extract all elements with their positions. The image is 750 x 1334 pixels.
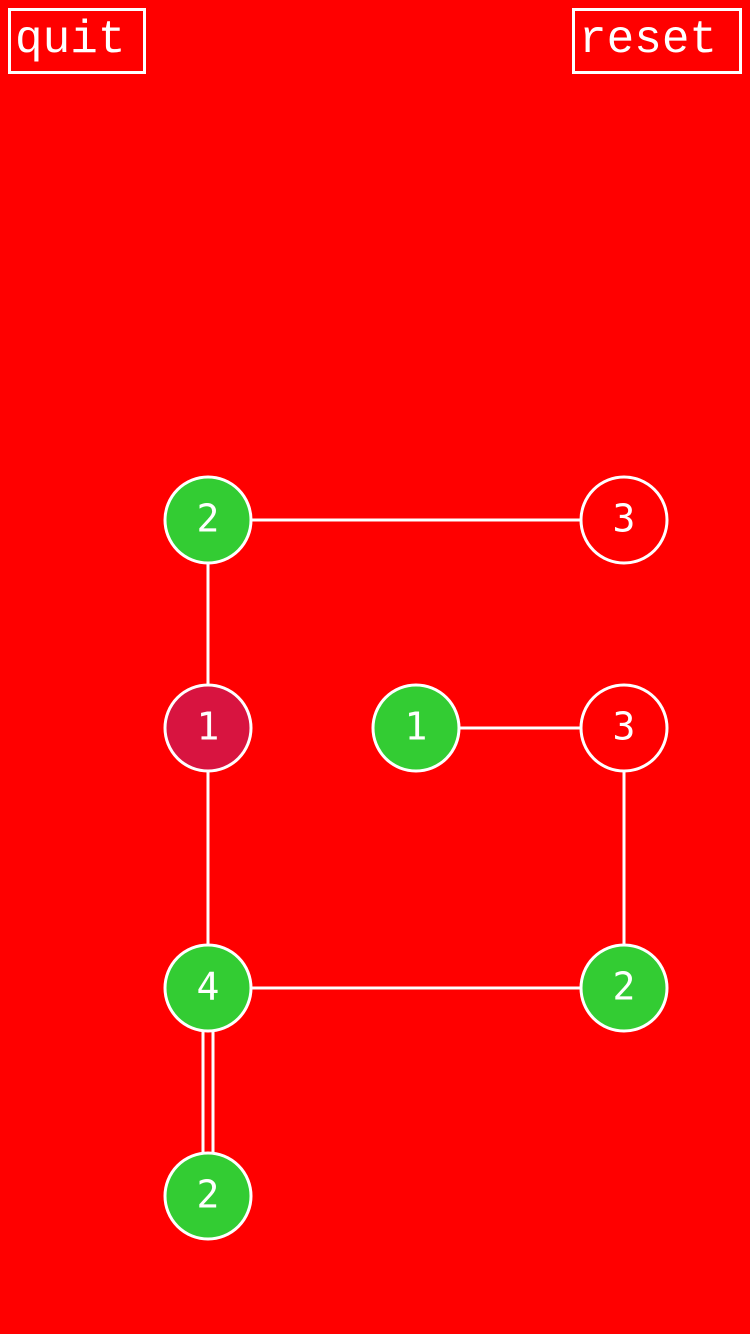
island-c[interactable]: 1 [163,683,253,773]
island-number: 2 [197,1173,220,1217]
island-h[interactable]: 2 [163,1151,253,1241]
islands-layer: 2 3 1 1 3 4 2 2 [163,475,669,1241]
island-number: 1 [197,705,220,749]
island-circle[interactable] [163,475,253,565]
bridges-layer [201,518,626,1196]
island-circle[interactable] [371,683,461,773]
island-d[interactable]: 1 [371,683,461,773]
island-g[interactable]: 2 [579,943,669,1033]
island-circle[interactable] [579,943,669,1033]
island-b[interactable]: 3 [579,475,669,565]
island-number: 2 [613,965,636,1009]
island-number: 2 [197,497,220,541]
island-number: 4 [197,965,220,1009]
island-a[interactable]: 2 [163,475,253,565]
island-number: 1 [405,705,428,749]
island-number: 3 [613,497,636,541]
island-f[interactable]: 4 [163,943,253,1033]
island-circle[interactable] [579,683,669,773]
island-e[interactable]: 3 [579,683,669,773]
island-circle[interactable] [163,1151,253,1241]
reset-button[interactable]: reset [572,8,742,74]
island-circle[interactable] [163,683,253,773]
island-circle[interactable] [579,475,669,565]
island-number: 3 [613,705,636,749]
quit-button[interactable]: quit [8,8,146,74]
island-circle[interactable] [163,943,253,1033]
